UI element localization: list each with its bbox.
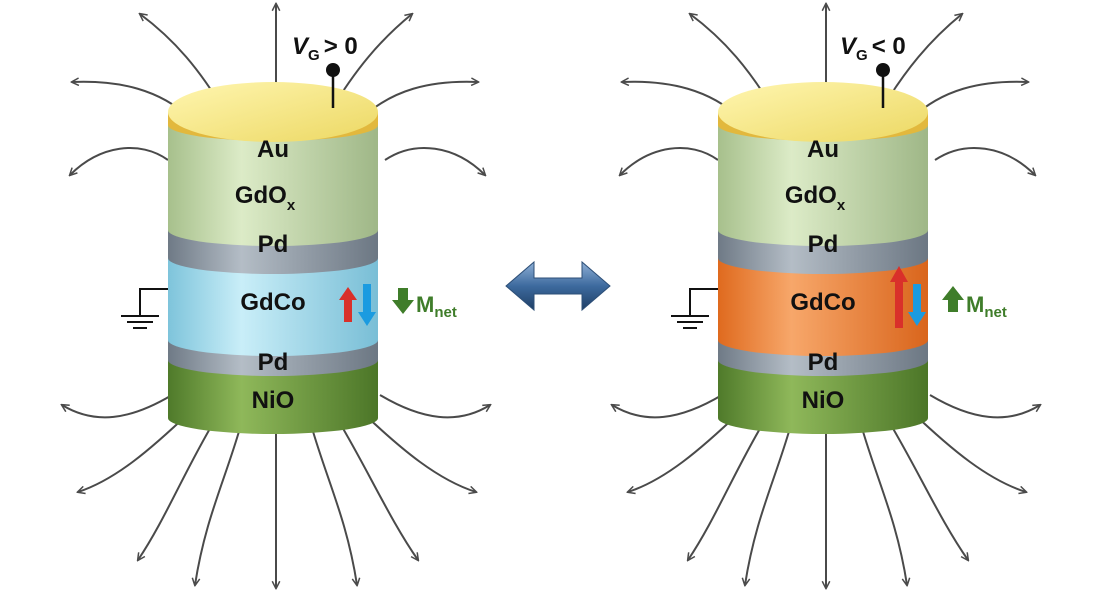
- gdox-layer: [168, 125, 378, 246]
- label-pd-bottom: Pd: [808, 349, 839, 376]
- arrow-up-icon: [890, 266, 908, 328]
- gate-contact-left: [326, 63, 340, 108]
- double-headed-arrow-icon: [505, 260, 611, 312]
- arrow-up-icon: [942, 286, 964, 312]
- label-au: Au: [807, 136, 839, 163]
- label-pd-top: Pd: [258, 231, 289, 258]
- label-gdox: GdOx: [785, 182, 846, 214]
- svg-text:VG< 0: VG< 0: [840, 33, 906, 64]
- label-pd-top: Pd: [808, 231, 839, 258]
- svg-text:Mnet: Mnet: [966, 292, 1007, 321]
- arrow-down-icon: [908, 284, 926, 326]
- gate-voltage-label-right: VG< 0: [840, 33, 906, 64]
- label-gdox: GdOx: [235, 182, 296, 214]
- arrow-down-icon: [358, 284, 376, 326]
- device-panel-right: VG< 0 Au GdOx Pd GdCo Pd NiO Mnet: [612, 4, 1040, 588]
- au-top-face: [168, 82, 378, 142]
- nio-layer: [168, 360, 378, 434]
- gate-contact-right: [876, 63, 890, 108]
- label-gdco: GdCo: [790, 289, 855, 316]
- gdox-layer: [718, 125, 928, 246]
- moment-arrows-left: [339, 284, 376, 326]
- ground-icon: [671, 288, 718, 329]
- label-gdco: GdCo: [240, 289, 305, 316]
- svg-text:VG> 0: VG> 0: [292, 33, 358, 64]
- mnet-indicator-right: Mnet: [942, 286, 1007, 321]
- mnet-indicator-left: Mnet: [392, 288, 457, 321]
- moment-arrows-right: [890, 266, 926, 328]
- gdco-layer: [718, 258, 928, 356]
- device-panel-left: VG> 0 Au GdOx Pd GdCo Pd NiO Mnet: [62, 4, 490, 588]
- gate-voltage-label-left: VG> 0: [292, 33, 358, 64]
- label-nio: NiO: [252, 387, 295, 414]
- label-nio: NiO: [802, 387, 845, 414]
- arrow-down-icon: [392, 288, 414, 314]
- nio-layer: [718, 360, 928, 434]
- svg-text:Mnet: Mnet: [416, 292, 457, 321]
- au-top-face: [718, 82, 928, 142]
- layer-stack-left: [168, 82, 378, 434]
- arrow-up-icon: [339, 287, 357, 322]
- ground-icon: [121, 288, 168, 329]
- gdco-layer: [168, 258, 378, 356]
- label-pd-bottom: Pd: [258, 349, 289, 376]
- label-au: Au: [257, 136, 289, 163]
- layer-stack-right: [718, 82, 928, 434]
